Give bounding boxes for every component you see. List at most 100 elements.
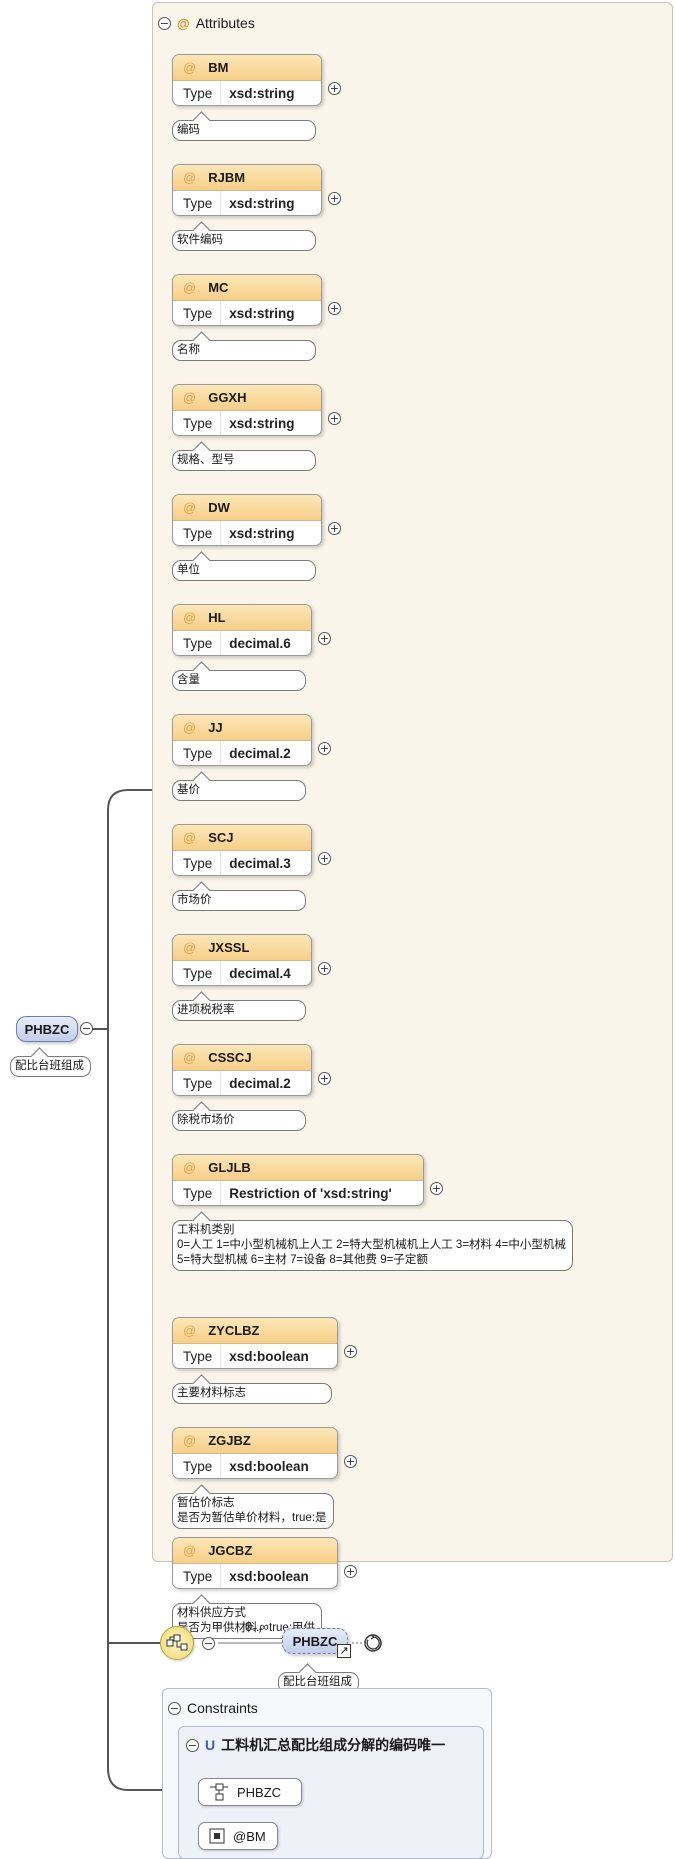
attribute-at-icon: @	[183, 830, 197, 845]
type-label: Type	[173, 81, 222, 105]
attribute-doc: 含量	[172, 661, 306, 691]
expand-icon[interactable]: +	[318, 852, 331, 865]
expand-icon[interactable]: +	[328, 82, 341, 95]
doc-line: 5=特大型机械 6=主材 7=设备 8=其他费 9=子定额	[177, 1254, 428, 1266]
doc-line: 0=人工 1=中小型机械机上人工 2=特大型机械机上人工 3=材料 4=中小型机…	[177, 1239, 566, 1251]
attribute-name-row: @SCJ	[173, 825, 311, 851]
type-label: Type	[173, 1071, 222, 1095]
child-element-reference[interactable]: PHBZC	[282, 1628, 348, 1654]
constraints-header: − Constraints	[168, 1697, 258, 1719]
type-value: decimal.3	[229, 855, 291, 871]
attribute-at-icon: @	[183, 280, 197, 295]
type-label: Type	[173, 961, 222, 985]
reference-arrow-icon: ↗	[337, 1644, 351, 1658]
expand-icon[interactable]: +	[328, 302, 341, 315]
attribute-at-icon: @	[183, 500, 197, 515]
type-value: xsd:boolean	[229, 1348, 309, 1364]
attribute-name: JGCBZ	[208, 1543, 253, 1558]
attribute-type-row: Type xsd:boolean	[173, 1344, 337, 1368]
doc-line: 除税市场价	[177, 1114, 235, 1126]
attribute-doc: 除税市场价	[172, 1101, 306, 1131]
attribute-doc: 规格、型号	[172, 441, 316, 471]
attribute-at-icon: @	[183, 170, 197, 185]
expand-icon[interactable]: +	[318, 632, 331, 645]
expand-icon[interactable]: +	[318, 742, 331, 755]
field-box[interactable]: @BM	[198, 1822, 278, 1850]
expand-icon[interactable]: +	[430, 1182, 443, 1195]
constraints-title: Constraints	[187, 1700, 258, 1716]
expand-icon[interactable]: +	[318, 1072, 331, 1085]
type-value: xsd:string	[229, 415, 295, 431]
expand-icon[interactable]: +	[318, 962, 331, 975]
selector-box[interactable]: PHBZC	[198, 1778, 302, 1806]
attribute-at-icon: @	[183, 1050, 197, 1065]
expand-icon[interactable]: +	[328, 522, 341, 535]
field-icon	[209, 1828, 225, 1844]
collapse-icon[interactable]: −	[158, 16, 171, 30]
type-label: Type	[173, 1344, 222, 1368]
type-label: Type	[173, 631, 222, 655]
collapse-icon[interactable]: −	[80, 1022, 93, 1035]
attribute-at-icon: @	[183, 1543, 197, 1558]
expand-icon[interactable]: +	[344, 1455, 357, 1468]
sequence-icon	[166, 1634, 188, 1651]
attribute-name: JXSSL	[208, 940, 250, 955]
type-value: decimal.2	[229, 1075, 291, 1091]
root-element-phbzc[interactable]: PHBZC	[16, 1016, 78, 1042]
attribute-at-icon: @	[183, 60, 197, 75]
type-value: xsd:boolean	[229, 1458, 309, 1474]
doc-line: 进项税税率	[177, 1004, 235, 1016]
attribute-at-icon: @	[183, 1160, 197, 1175]
type-value: xsd:boolean	[229, 1568, 309, 1584]
sequence-compositor[interactable]	[160, 1626, 194, 1660]
collapse-icon[interactable]: −	[168, 1701, 181, 1715]
unique-marker: U	[205, 1737, 216, 1753]
expand-icon[interactable]: +	[328, 192, 341, 205]
field-value: @BM	[233, 1828, 266, 1844]
attribute-name-row: @RJBM	[173, 165, 321, 191]
type-label: Type	[173, 191, 222, 215]
attribute-at-icon: @	[183, 1323, 197, 1338]
attribute-doc: 单位	[172, 551, 316, 581]
doc-line: 暂估价标志	[177, 1497, 235, 1509]
type-value: xsd:string	[229, 195, 295, 211]
attribute-name: JJ	[208, 720, 223, 735]
attribute-name-row: @HL	[173, 605, 311, 631]
attribute-name: GGXH	[208, 390, 247, 405]
collapse-icon[interactable]: −	[202, 1637, 215, 1650]
attribute-doc: 暂估价标志是否为暂估单价材料，true:是	[172, 1484, 334, 1529]
selector-icon	[210, 1783, 228, 1801]
attribute-doc: 软件编码	[172, 221, 316, 251]
attribute-doc: 编码	[172, 111, 316, 141]
collapse-icon[interactable]: −	[186, 1738, 199, 1752]
expand-icon[interactable]: +	[344, 1345, 357, 1358]
expand-icon[interactable]: +	[344, 1565, 357, 1578]
doc-line: 软件编码	[177, 234, 223, 246]
type-value: Restriction of 'xsd:string'	[229, 1185, 392, 1201]
expand-icon[interactable]: +	[328, 412, 341, 425]
recursion-icon	[364, 1634, 382, 1652]
